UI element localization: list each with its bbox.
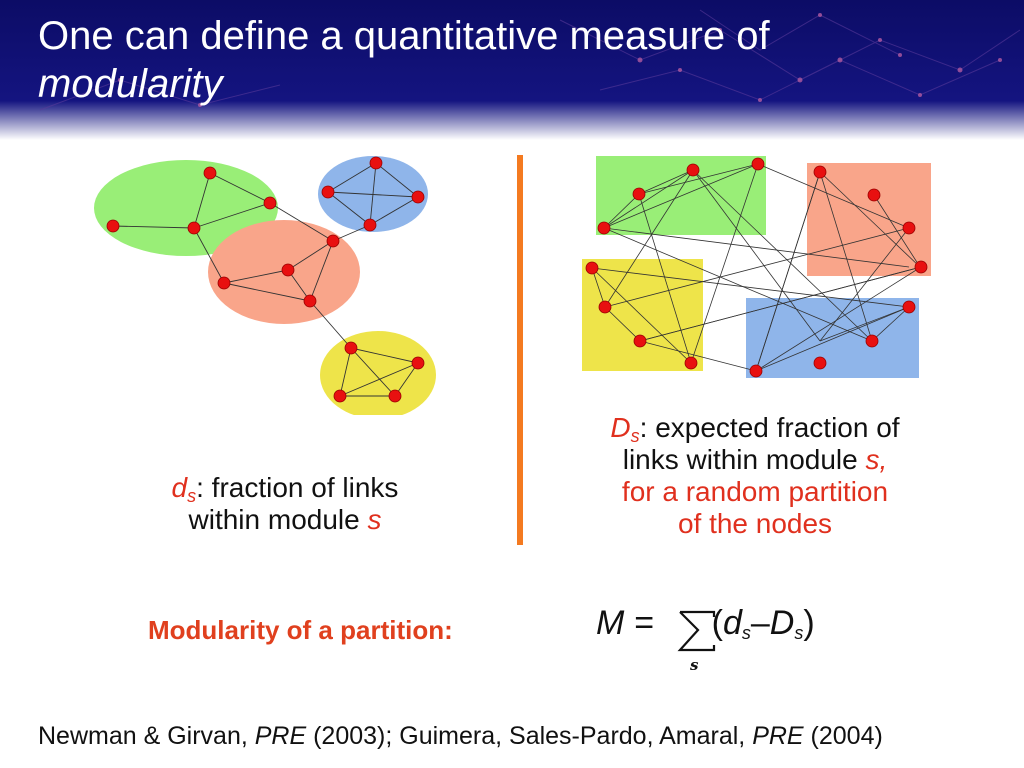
random-partition-diagram [582, 156, 931, 378]
summation-icon: s [677, 610, 716, 674]
Ds-subscript: s [630, 426, 640, 446]
citation-part1: Newman & Girvan, [38, 722, 255, 750]
slide-title: One can define a quantitative measure of [38, 14, 770, 58]
formula-D: D [769, 604, 795, 642]
random-nodes [585, 157, 928, 378]
citation-part2: (2003); Guimera, Sales-Pardo, Amaral, [306, 722, 753, 750]
citation-journal2: PRE [752, 722, 804, 750]
modularity-formula: M =(ds – Ds) [596, 604, 815, 643]
modularity-label: Modularity of a partition: [148, 615, 453, 645]
right-caption-s: s, [865, 444, 888, 475]
vertical-divider [517, 155, 523, 545]
left-caption-text1: : fraction of links [196, 472, 399, 503]
citation-journal1: PRE [254, 722, 307, 750]
slide-title-italic: modularity [38, 62, 223, 106]
right-caption-text1: : expected fraction of [639, 412, 900, 443]
title-banner: One can define a quantitative measure of… [0, 0, 1024, 140]
network-nodes [106, 156, 425, 403]
citation-part3: (2004) [803, 722, 883, 750]
sum-index: s [690, 656, 699, 674]
network-links [112, 162, 419, 397]
random-links [591, 163, 922, 372]
yellow-module [320, 331, 436, 415]
salmon-block [807, 163, 931, 276]
formula-minus: – [750, 604, 770, 642]
ds-symbol: d [171, 472, 188, 503]
ds-subscript: s [187, 486, 197, 506]
formula-lhs: M = [596, 604, 654, 642]
left-caption-text2: within module [188, 504, 368, 535]
right-caption-text3: for a random partition [621, 476, 889, 507]
left-caption: ds: fraction of links within module s [130, 472, 440, 536]
banner-background [0, 0, 1024, 140]
citation: Newman & Girvan, PRE (2003); Guimera, Sa… [38, 722, 883, 751]
formula-close-paren: ) [803, 604, 815, 642]
right-caption-text2: links within module [622, 444, 866, 475]
right-caption: Ds: expected fraction of links within mo… [570, 412, 940, 540]
formula-d: d [722, 604, 742, 642]
modular-network-diagram [94, 156, 436, 415]
blue-block [746, 298, 919, 378]
Ds-symbol: D [610, 412, 631, 443]
left-caption-s: s [367, 504, 382, 535]
formula-D-sub: s [794, 623, 804, 643]
formula-d-sub: s [741, 623, 751, 643]
formula-open-paren: ( [711, 604, 723, 642]
green-block [596, 156, 766, 235]
right-caption-text4: of the nodes [677, 508, 833, 539]
